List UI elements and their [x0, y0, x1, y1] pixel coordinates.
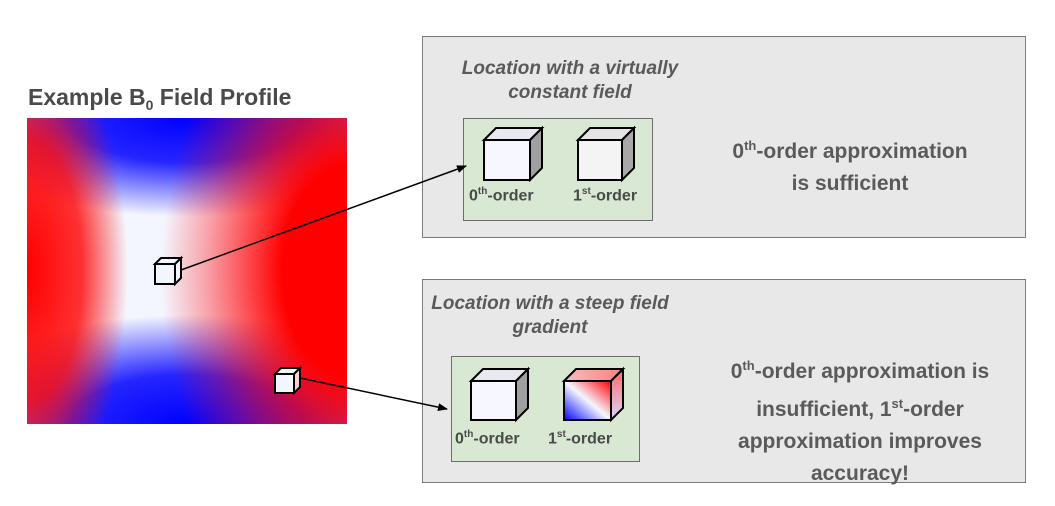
bottom-first-order-label: 1st-order	[548, 429, 613, 448]
b0-field-map	[27, 118, 347, 424]
steep-gradient-result-line3: approximation improves	[738, 430, 982, 453]
constant-field-result-line2: is sufficient	[791, 172, 909, 195]
steep-gradient-result-line2: insufficient, 1st-order	[756, 396, 964, 421]
constant-field-result-line1: 0th-order approximation	[732, 138, 968, 163]
steep-gradient-result-line1: 0th-order approximation is	[730, 358, 990, 383]
steep-gradient-caption: Location with a steep field gradient	[431, 293, 669, 338]
top-first-order-label: 1st-order	[573, 186, 638, 205]
steep-gradient-result-line4: accuracy!	[810, 462, 910, 485]
top-zeroth-order-label: 0th-order	[469, 186, 534, 205]
figure-title: Example B0 Field Profile	[28, 84, 292, 113]
bottom-zeroth-order-label: 0th-order	[455, 429, 520, 448]
constant-field-cubes-box	[463, 118, 653, 221]
constant-field-caption: Location with a virtually constant field	[461, 58, 679, 103]
steep-gradient-result: 0th-order approximation is insufficient,…	[700, 350, 1020, 490]
constant-field-result: 0th-order approximation is sufficient	[700, 130, 1000, 200]
